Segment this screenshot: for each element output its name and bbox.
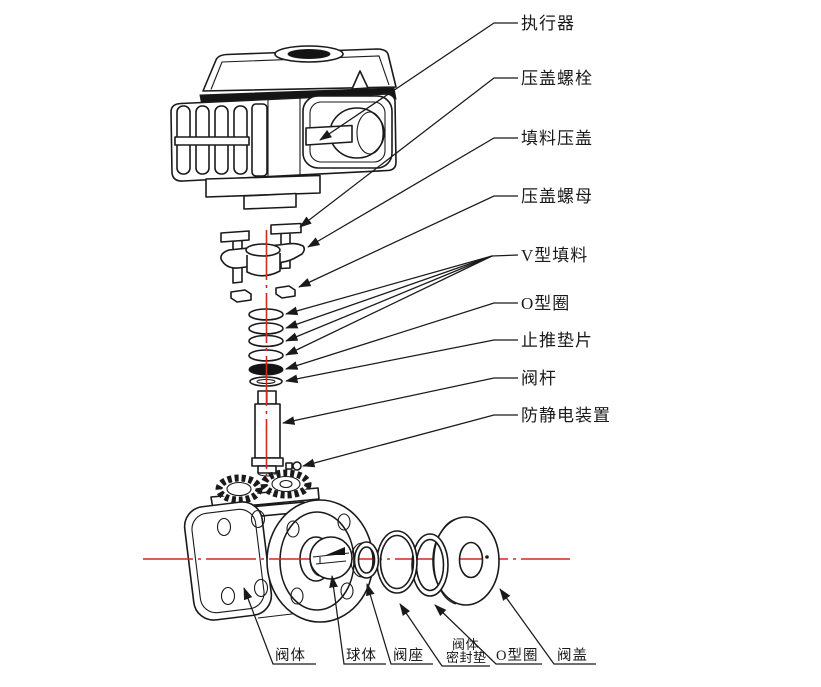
leader-lines bbox=[243, 22, 596, 667]
leader-o-ring-body bbox=[434, 604, 542, 665]
leader-actuator bbox=[319, 22, 518, 141]
leader-valve-stem bbox=[282, 377, 518, 425]
leader-valve-seat bbox=[366, 583, 433, 665]
actuator-dial bbox=[302, 95, 393, 169]
label-o-ring-body: O型圈 bbox=[496, 647, 538, 664]
leader-packing-gland bbox=[307, 137, 518, 248]
valve-stem-drawing bbox=[251, 390, 284, 477]
label-v-packing: V型填料 bbox=[521, 246, 588, 265]
label-packing-gland: 填料压盖 bbox=[521, 129, 593, 148]
label-bonnet: 阀盖 bbox=[557, 647, 588, 664]
ball-drawing bbox=[309, 536, 353, 580]
label-gland-nut: 压盖螺母 bbox=[521, 187, 593, 206]
body-gasket-drawing bbox=[376, 530, 418, 594]
part-labels: 执行器 压盖螺栓 填料压盖 压盖螺母 V型填料 O型圈 止推垫片 阀杆 防静电装… bbox=[275, 14, 611, 665]
label-valve-body: 阀体 bbox=[275, 647, 306, 664]
label-valve-stem: 阀杆 bbox=[521, 369, 557, 388]
gland-nut-right bbox=[275, 285, 296, 299]
leader-v-packing-fan bbox=[285, 254, 519, 356]
leader-antistatic bbox=[302, 414, 518, 468]
label-body-gasket-line1: 阀体 bbox=[452, 637, 479, 652]
label-ball: 球体 bbox=[346, 647, 377, 664]
antistatic-device-part bbox=[285, 461, 302, 471]
leader-ball bbox=[329, 575, 386, 665]
label-o-ring-stem: O型圈 bbox=[521, 294, 570, 313]
actuator-fins bbox=[174, 103, 268, 177]
leader-thrust-washer bbox=[285, 339, 518, 384]
label-body-gasket-line2: 密封垫 bbox=[446, 650, 487, 665]
actuator-drawing bbox=[170, 45, 397, 210]
label-thrust-washer: 止推垫片 bbox=[521, 331, 593, 350]
label-valve-seat: 阀座 bbox=[393, 647, 424, 664]
label-gland-bolt: 压盖螺栓 bbox=[521, 69, 593, 88]
leader-o-ring-stem bbox=[285, 302, 518, 370]
leader-gland-nut bbox=[298, 195, 518, 288]
packing-gland-assembly bbox=[220, 222, 306, 303]
leader-valve-body bbox=[243, 587, 316, 665]
label-actuator: 执行器 bbox=[521, 14, 575, 33]
label-antistatic-device: 防静电装置 bbox=[521, 406, 611, 425]
leader-gland-bolt bbox=[299, 77, 518, 228]
leader-bonnet bbox=[499, 588, 596, 665]
leader-body-gasket bbox=[399, 603, 490, 667]
gland-nut-left bbox=[230, 289, 252, 303]
